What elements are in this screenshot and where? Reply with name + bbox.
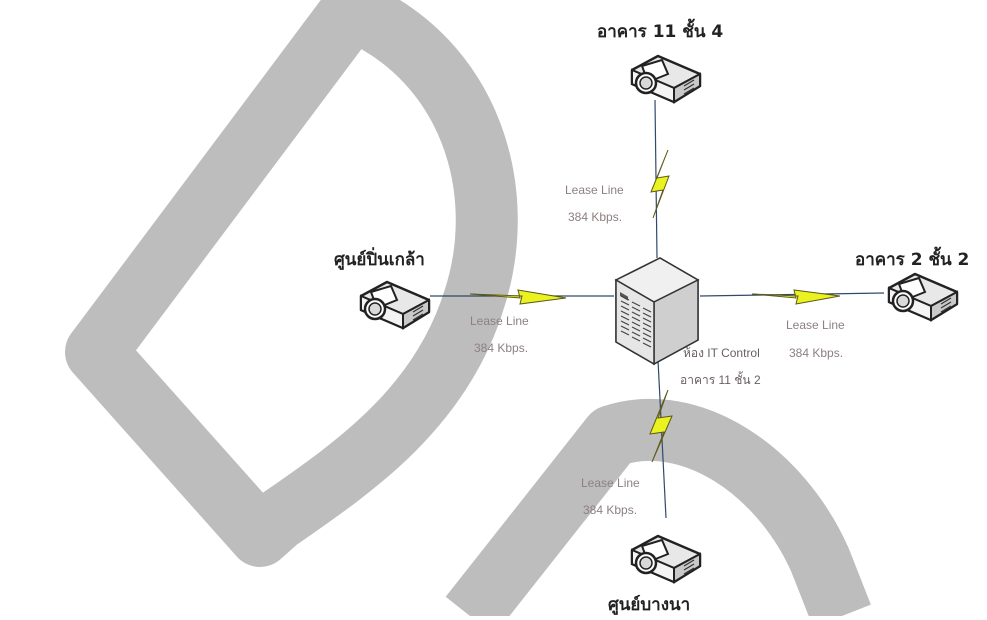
watermark-letter-d-icon (65, 0, 518, 567)
lightning-bolts (469, 149, 841, 463)
link-type-label-west: Lease Line (470, 314, 529, 328)
link-type-label-south: Lease Line (581, 476, 640, 490)
site-name-south: ศูนย์บางนา (608, 595, 691, 615)
site-name-north: อาคาร 11 ชั้น 4 (597, 22, 724, 42)
hub-room-label: ห้อง IT Control (683, 346, 760, 360)
projector-icon-south (630, 534, 702, 584)
site-name-west: ศูนย์ปิ่นเกล้า (334, 250, 425, 270)
lightning-bolt-icon (650, 149, 670, 219)
projector-icon-west (359, 280, 431, 330)
projector-icon-east (887, 272, 959, 322)
lightning-bolt-icon (469, 289, 567, 305)
link-line-east (699, 292, 885, 297)
link-type-label-east: Lease Line (786, 318, 845, 332)
projector-icon-north (630, 54, 702, 104)
hub-building-label: อาคาร 11 ชั้น 2 (680, 373, 761, 387)
link-speed-label-south: 384 Kbps. (583, 503, 638, 517)
link-speed-label-north: 384 Kbps. (568, 210, 623, 224)
site-name-east: อาคาร 2 ชั้น 2 (855, 250, 970, 270)
lightning-bolt-icon (751, 289, 841, 305)
watermark-letter-r-icon (445, 398, 871, 620)
link-speed-label-west: 384 Kbps. (474, 341, 529, 355)
link-type-label-north: Lease Line (565, 183, 624, 197)
link-speed-label-east: 384 Kbps. (789, 346, 844, 360)
lightning-bolt-icon (649, 389, 673, 463)
